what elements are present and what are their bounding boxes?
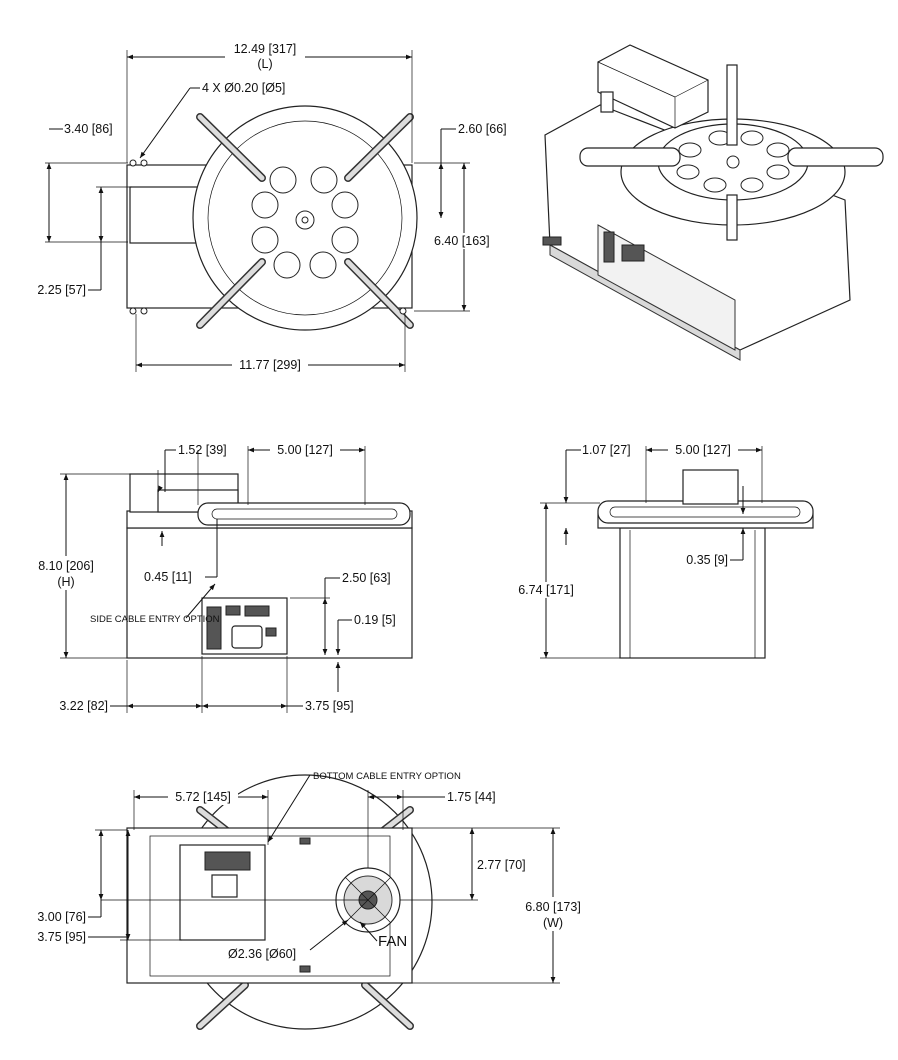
plate-thickness-label: 0.35 [9]	[686, 553, 728, 567]
left-to-panel-label: 3.22 [82]	[59, 699, 108, 713]
panel-offset-label: 5.72 [145]	[175, 790, 231, 804]
panel-width-label: 3.75 [95]	[305, 699, 354, 713]
plate-height-label: 2.25 [57]	[37, 283, 86, 297]
fan-label: FAN	[378, 933, 407, 950]
front-height-symbol: (H)	[57, 575, 74, 589]
fan-center-label: 2.77 [70]	[477, 858, 526, 872]
width-symbol: (W)	[543, 916, 563, 930]
iso-pockets	[676, 130, 790, 193]
overall-length-label: 12.49 [317]	[234, 42, 297, 56]
right-offset-label: 2.60 [66]	[458, 122, 507, 136]
top-arms	[196, 113, 414, 329]
width-span-label: 11.77 [299]	[239, 358, 301, 372]
connector-height-label: 2.50 [63]	[342, 571, 391, 585]
side-arm-spacing-label: 5.00 [127]	[675, 443, 731, 457]
side-body	[619, 527, 766, 659]
top-view: 12.49 [317] (L) 4 X Ø0.20 [Ø5] 3.40 [86]…	[37, 41, 507, 373]
foot-label: 0.19 [5]	[354, 613, 396, 627]
width-label: 6.80 [173]	[525, 900, 581, 914]
height-span-label: 6.40 [163]	[434, 234, 490, 248]
front-arms	[197, 502, 411, 526]
arm-spacing-label: 5.00 [127]	[277, 443, 333, 457]
side-view: 6.74 [171] 1.07 [27] 5.00 [127] 0.35 [9]	[510, 442, 814, 659]
isometric-view	[542, 44, 884, 361]
left-offset-label: 3.40 [86]	[64, 122, 113, 136]
front-height-label: 8.10 [206]	[38, 559, 94, 573]
top-pockets	[251, 166, 359, 279]
fan-diameter-label: Ø2.36 [Ø60]	[228, 947, 296, 961]
front-view: 8.10 [206] (H) 1.52 [39] 5.00 [127] 0.45…	[25, 442, 413, 713]
iso-arms	[579, 64, 884, 241]
panel-bottom-label: 3.75 [95]	[37, 930, 86, 944]
top-mount-holes	[129, 159, 407, 315]
holes-label: 4 X Ø0.20 [Ø5]	[202, 81, 285, 95]
arm-offset-label: 1.52 [39]	[178, 443, 227, 457]
bottom-view: BOTTOM CABLE ENTRY OPTION 5.72 [145] 1.7…	[37, 771, 590, 1030]
arm-drop-label: 0.45 [11]	[144, 570, 192, 584]
fan-offset-label: 1.75 [44]	[447, 790, 496, 804]
side-arm-offset-label: 1.07 [27]	[582, 443, 631, 457]
iso-top-box	[597, 44, 709, 129]
side-top-box	[682, 469, 739, 505]
panel-top-label: 3.00 [76]	[37, 910, 86, 924]
bottom-cable-note: BOTTOM CABLE ENTRY OPTION	[313, 771, 461, 782]
length-symbol: (L)	[257, 57, 272, 71]
top-turntable-inner	[207, 120, 403, 316]
side-height-label: 6.74 [171]	[518, 583, 574, 597]
side-cable-note: SIDE CABLE ENTRY OPTION	[90, 614, 220, 625]
